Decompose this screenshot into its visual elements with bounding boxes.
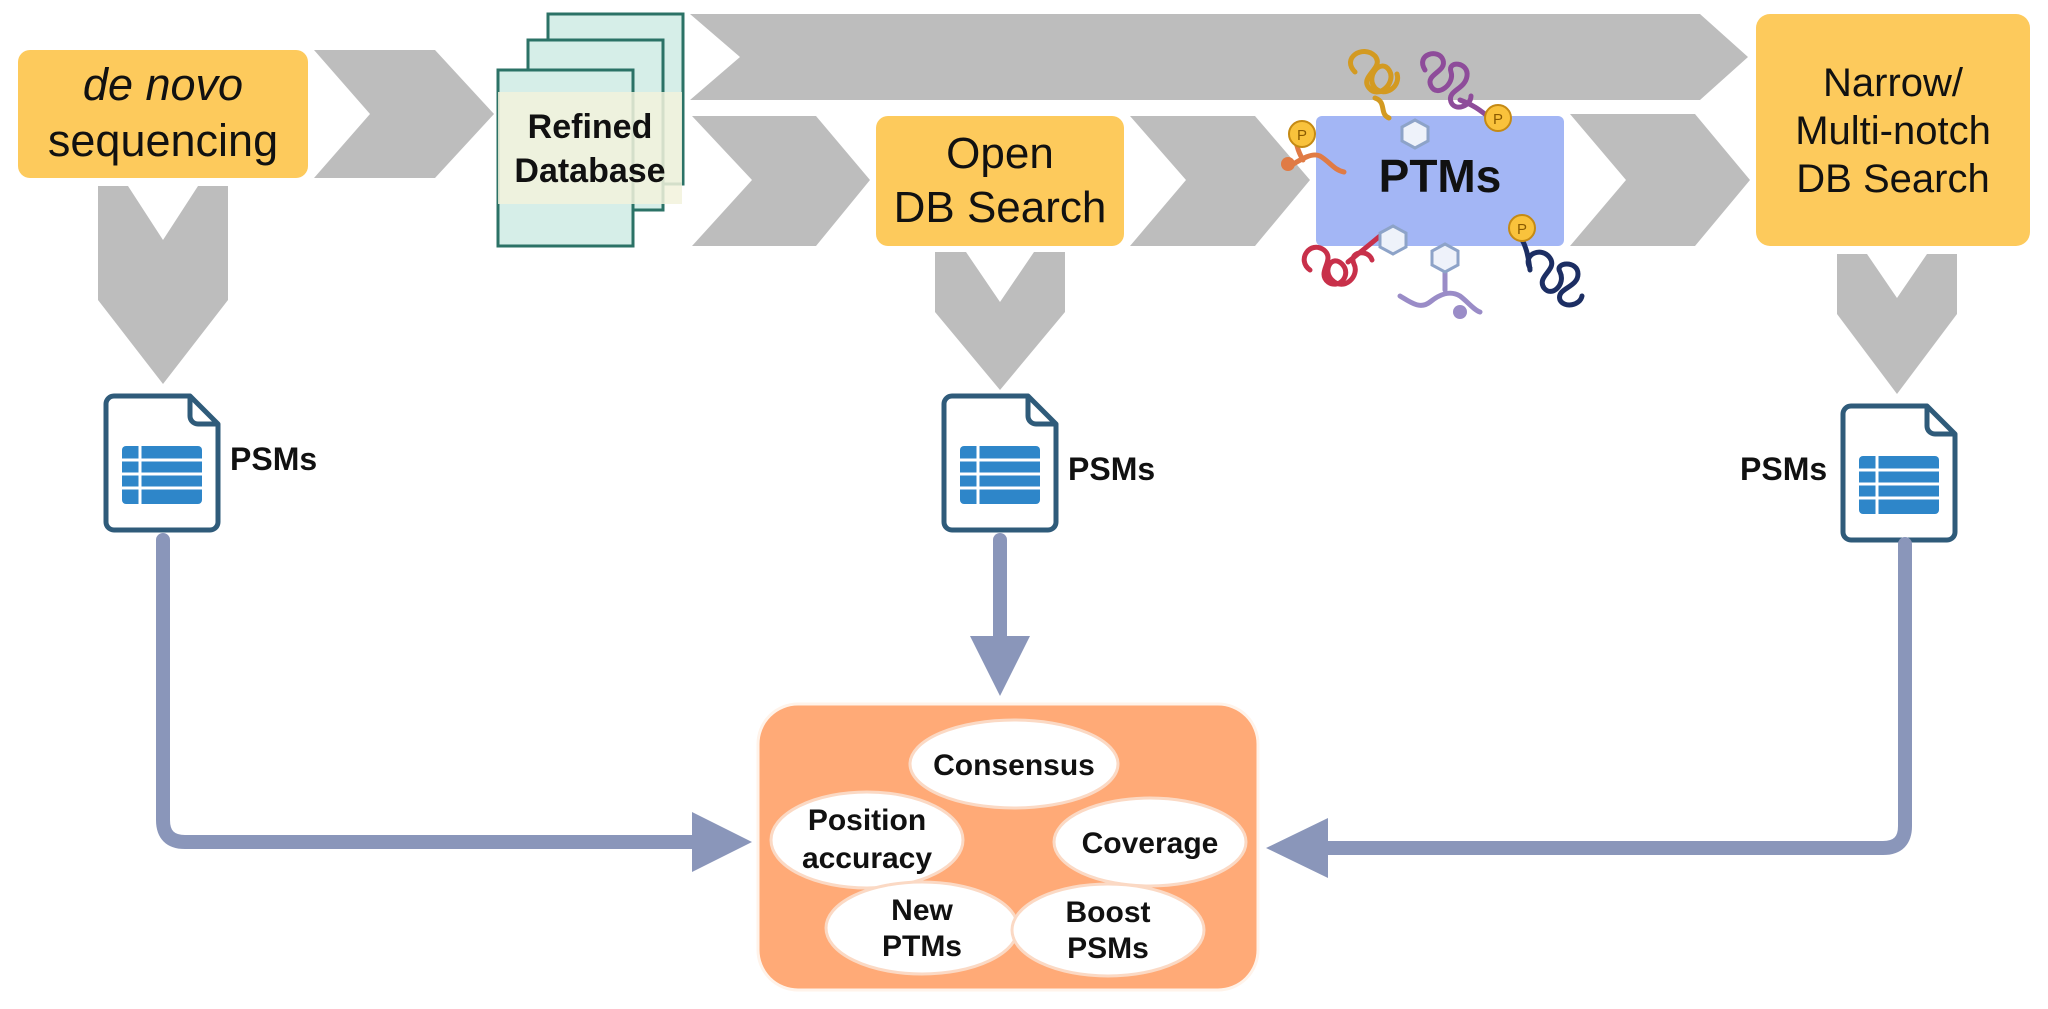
- spreadsheet-doc-icon: [1843, 406, 1955, 540]
- consensus-label: Consensus: [933, 749, 1095, 782]
- peptide-chain-red-icon: [1301, 233, 1383, 287]
- svg-text:P: P: [1297, 127, 1307, 144]
- arrowhead-right: [1266, 818, 1328, 878]
- coverage-label: Coverage: [1082, 827, 1219, 860]
- spreadsheet-doc-icon: [944, 396, 1056, 530]
- svg-text:P: P: [1493, 111, 1503, 128]
- psm-label-right: PSMs: [1740, 451, 1827, 487]
- residue-dot-icon: [1281, 157, 1295, 171]
- psm-output-left: PSMs: [106, 396, 317, 530]
- psm-output-middle: PSMs: [944, 396, 1155, 530]
- peptide-chain-orange-icon: [1348, 48, 1401, 121]
- open-search-label-line1: Open: [946, 129, 1054, 178]
- chevron-db-to-open: [692, 116, 870, 246]
- connector-arrowheads: [692, 636, 1328, 878]
- connector-right: [1311, 537, 1912, 855]
- criterion-consensus: Consensus: [908, 718, 1120, 810]
- connector-left: [156, 533, 707, 849]
- criterion-position-accuracy: Position accuracy: [769, 790, 965, 890]
- narrow-search-step: Narrow/ Multi-notch DB Search: [1756, 14, 2030, 246]
- criterion-new-ptms: New PTMs: [824, 880, 1020, 976]
- glycan-hexagon-icon: [1378, 224, 1408, 256]
- criterion-coverage: Coverage: [1052, 796, 1248, 888]
- database-label-line1: Refined: [528, 108, 653, 146]
- chevron-ptms-to-narrow: [1570, 114, 1750, 246]
- boost-label-line1: Boost: [1066, 896, 1151, 929]
- arrowhead-left: [692, 812, 752, 872]
- residue-dot-icon: [1453, 305, 1467, 319]
- glycan-hexagon-icon: [1400, 118, 1430, 150]
- psm-output-right: PSMs: [1740, 406, 1955, 540]
- denovo-step: de novo sequencing: [18, 50, 308, 178]
- phospho-badge-icon: P: [1508, 214, 1536, 242]
- denovo-label-line2: sequencing: [48, 115, 278, 166]
- spreadsheet-doc-icon: [106, 396, 218, 530]
- narrow-search-label-line1: Narrow/: [1823, 61, 1964, 105]
- flow-chevrons: [98, 14, 1957, 394]
- top-bypass-arrow: [690, 14, 1748, 100]
- open-search-label-line2: DB Search: [894, 183, 1107, 232]
- refined-database: Refined Database: [496, 12, 685, 248]
- psm-label-left: PSMs: [230, 441, 317, 477]
- open-search-step: Open DB Search: [876, 116, 1124, 246]
- peptide-chain-navy-icon: [1517, 233, 1585, 308]
- down-chevron-left: [98, 186, 228, 384]
- svg-text:P: P: [1517, 221, 1527, 238]
- newptms-label-line1: New: [891, 894, 953, 927]
- denovo-label-line1: de novo: [83, 59, 243, 110]
- psm-label-middle: PSMs: [1068, 451, 1155, 487]
- database-label-line2: Database: [514, 152, 665, 190]
- narrow-search-label-line2: Multi-notch: [1795, 109, 1991, 153]
- position-label-line2: accuracy: [802, 842, 932, 875]
- criterion-boost-psms: Boost PSMs: [1010, 882, 1206, 978]
- connectors: [156, 533, 1912, 855]
- arrowhead-middle: [970, 636, 1030, 696]
- phospho-badge-icon: P: [1288, 120, 1316, 148]
- glycan-hexagon-icon: [1430, 242, 1460, 274]
- boost-label-line2: PSMs: [1067, 932, 1149, 965]
- newptms-label-line2: PTMs: [882, 930, 962, 963]
- integration-box: Consensus Position accuracy Coverage New…: [756, 702, 1260, 992]
- down-chevron-right: [1837, 254, 1957, 394]
- chevron-open-to-ptms: [1130, 116, 1310, 246]
- down-chevron-middle: [935, 252, 1065, 390]
- ptms-label: PTMs: [1379, 150, 1502, 202]
- ptms-step: PTMs P P P: [1281, 48, 1585, 319]
- position-label-line1: Position: [808, 804, 926, 837]
- chevron-denovo-to-db: [314, 50, 494, 178]
- narrow-search-label-line3: DB Search: [1796, 157, 1989, 201]
- phospho-badge-icon: P: [1484, 104, 1512, 132]
